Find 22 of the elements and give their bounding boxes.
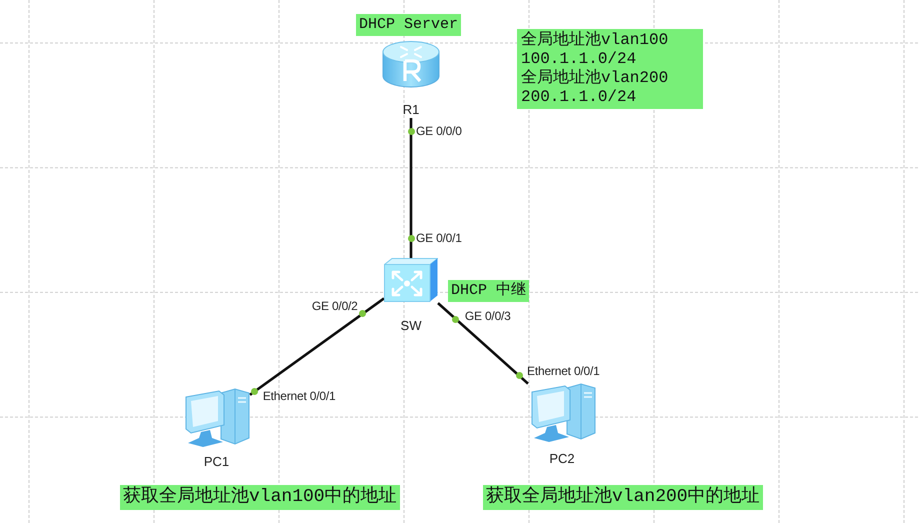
port-label: GE 0/0/2 xyxy=(312,298,358,313)
annotation-label: DHCP Server xyxy=(356,14,462,36)
cable-line xyxy=(437,302,529,385)
cable-line xyxy=(410,118,412,258)
port-label: Ethernet 0/0/1 xyxy=(527,364,600,378)
port-label: GE 0/0/0 xyxy=(416,124,462,138)
device-label: R1 xyxy=(402,102,420,117)
annotation-label: DHCP 中继 xyxy=(448,280,530,302)
annotation-label: 获取全局地址池vlan100中的地址 xyxy=(120,485,400,510)
device-label: PC2 xyxy=(549,451,575,466)
device-label: SW xyxy=(400,318,422,333)
annotation-label: 获取全局地址池vlan200中的地址 xyxy=(483,485,763,510)
annotation-text: 全局地址池vlan200 xyxy=(521,69,668,88)
device-label: PC1 xyxy=(204,454,230,469)
port-label: Ethernet 0/0/1 xyxy=(262,389,336,404)
annotation-text: 100.1.1.0/24 xyxy=(521,50,636,68)
annotation-text: 全局地址池vlan100 xyxy=(521,31,668,50)
cable-line xyxy=(249,297,385,396)
port-label: GE 0/0/3 xyxy=(464,309,511,324)
annotation-panel xyxy=(517,29,703,109)
annotation-text: 200.1.1.0/24 xyxy=(521,88,636,107)
port-label: GE 0/0/1 xyxy=(416,231,462,245)
